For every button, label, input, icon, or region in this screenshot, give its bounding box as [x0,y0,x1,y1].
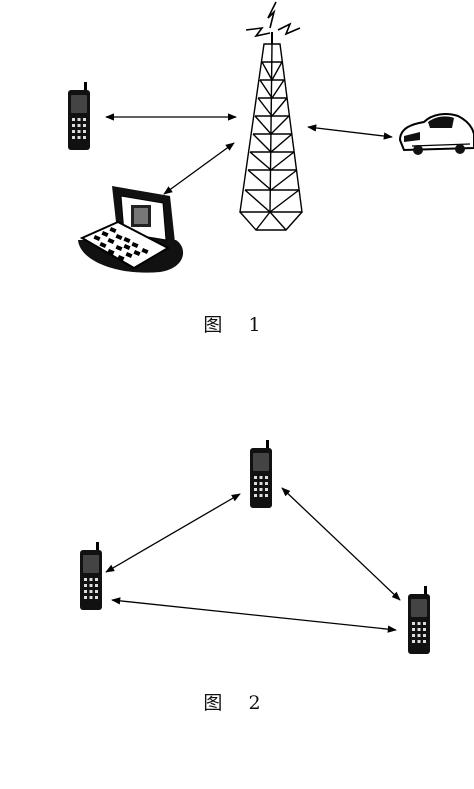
mobile-phone-right-icon [408,586,430,654]
car-icon [398,113,474,155]
cell-tower-icon [239,1,303,231]
figure-2-caption: 图 2 [203,692,271,714]
link-arrow-tower-car [307,124,393,140]
figure-1: 图 1 [0,0,474,360]
mobile-phone-icon [68,82,90,150]
link-arrow-laptop-tower [163,142,235,195]
link-arrow-top-right [281,487,401,601]
link-arrow-left-top [105,493,241,573]
figure-2: 图 2 [0,420,474,720]
figure-1-caption: 图 1 [203,314,271,336]
figure-2-diagram [80,440,430,654]
mobile-phone-top-icon [250,440,272,508]
mobile-phone-left-icon [80,542,102,610]
link-arrow-left-right [111,597,397,633]
laptop-icon [78,186,184,273]
figure-1-diagram [68,1,474,273]
